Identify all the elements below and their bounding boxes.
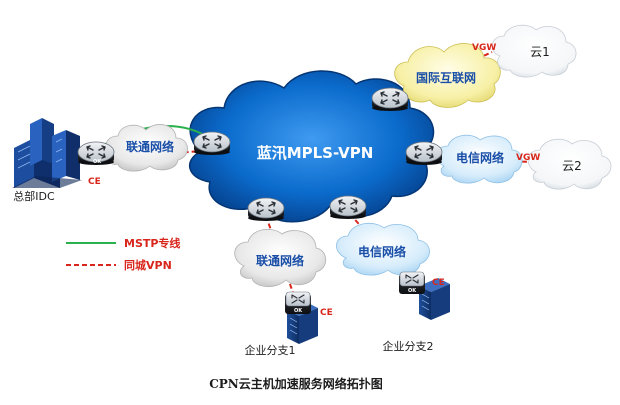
hq-idc-building (12, 118, 82, 188)
branch2-router-ok-label: OK (408, 288, 417, 294)
branch1-label: 企业分支1 (245, 343, 296, 357)
intl-internet-cloud: 国际互联网 (394, 43, 501, 108)
unicom-top-label: 联通网络 (126, 139, 174, 154)
hq-router-ok-label: OK (93, 159, 102, 165)
legend-vpn-label: 同城VPN (124, 258, 172, 272)
legend-mstp-label: MSTP专线 (124, 236, 180, 250)
telecom-cloud-right: 电信网络 (435, 134, 523, 184)
unicom-cloud-top: 联通网络 (105, 124, 188, 172)
intl-internet-label: 国际互联网 (416, 71, 476, 85)
unicom-cloud-bottom: 联通网络 (234, 228, 327, 287)
core-router-top-right (371, 87, 409, 112)
legend: MSTP专线 同城VPN (66, 236, 180, 272)
vgw-tag-cloud1: VGW (472, 43, 496, 53)
vgw-tag-cloud2: VGW (516, 153, 540, 163)
branch1-ce-router: OK (284, 291, 312, 315)
cloud-1: 云1 (491, 24, 577, 78)
hq-idc-label: 总部IDC (13, 189, 55, 203)
branch2-ce-router: OK (398, 271, 426, 295)
cloud-1-label: 云1 (530, 45, 550, 59)
core-router-left (193, 131, 231, 156)
core-router-right (405, 141, 443, 166)
cloud-2: 云2 (527, 138, 612, 190)
core-network-label: 蓝汛MPLS-VPN (257, 144, 374, 162)
hq-ce-tag: CE (88, 177, 101, 187)
core-router-bottom-left (247, 197, 285, 222)
cloud-2-label: 云2 (562, 159, 582, 173)
telecom-bottom-label: 电信网络 (358, 244, 406, 259)
unicom-bottom-label: 联通网络 (256, 253, 304, 268)
branch1-router-ok-label: OK (294, 308, 303, 314)
hq-ce-router: OK (77, 141, 115, 166)
telecom-cloud-bottom: 电信网络 (336, 222, 430, 276)
branch1-ce-tag: CE (320, 308, 333, 318)
branch2-label: 企业分支2 (383, 339, 434, 353)
telecom-right-label: 电信网络 (456, 150, 504, 165)
branch2-ce-tag: CE (432, 278, 445, 288)
diagram-caption: CPN云主机加速服务网络拓扑图 (209, 376, 383, 391)
core-router-bottom-right (329, 195, 367, 220)
